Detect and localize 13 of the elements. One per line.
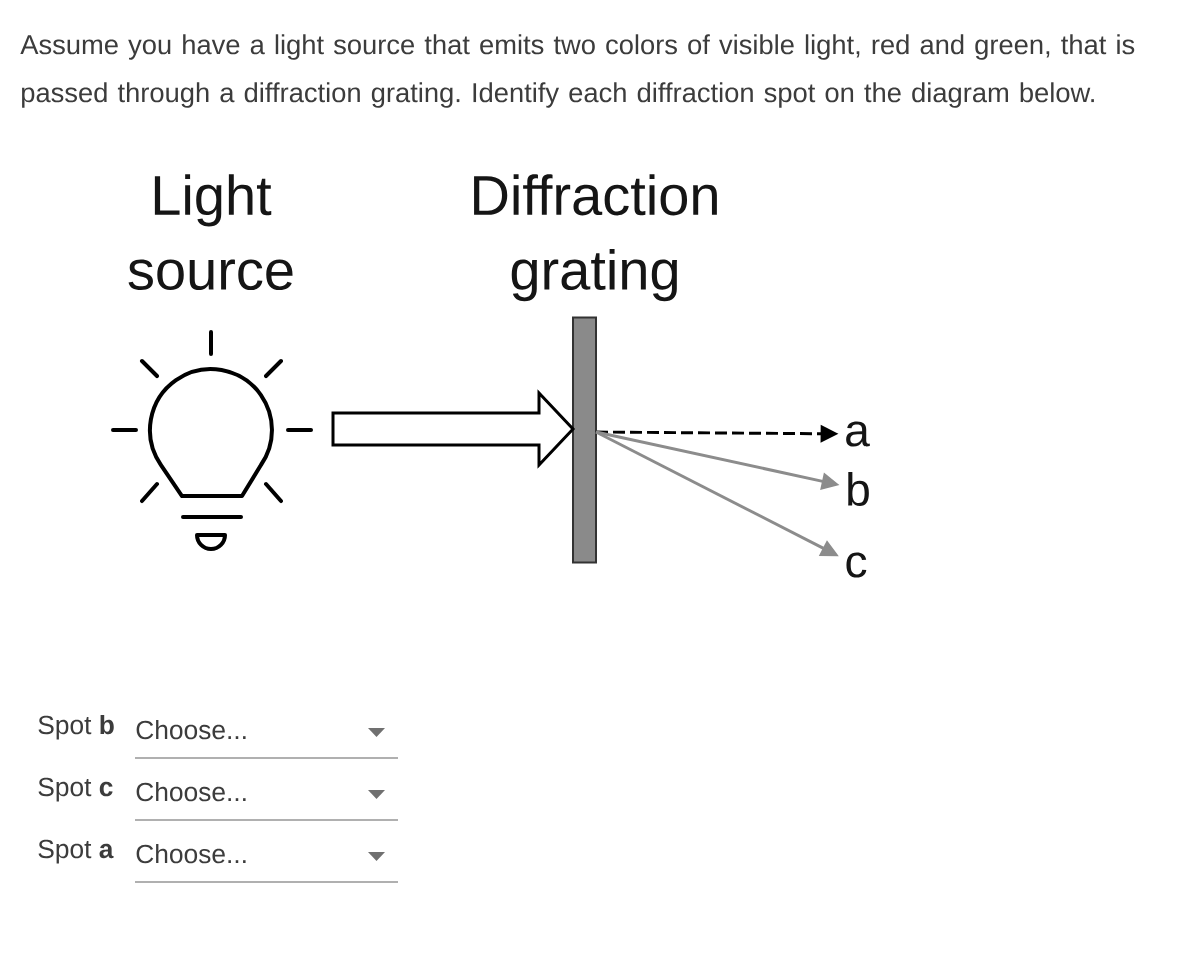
dropdown-field: Choose... [134, 719, 399, 759]
question-text: Assume you have a light source that emits two colors of visible light, red and green, that is passed through a diffraction grating. Identify each diffraction spot on the diagram below. [20, 34, 1135, 108]
spot-label: c [846, 552, 867, 578]
field-label: Spot c [38, 777, 113, 802]
spot-label: b [848, 472, 869, 506]
spot-label: a [846, 421, 870, 447]
field-label: Spot a [38, 839, 114, 864]
heading: Diffraction grating [474, 174, 717, 302]
dropdown-field: Choose... [134, 781, 399, 821]
block-arrow [331, 389, 576, 469]
dropdown-field: Choose... [134, 843, 399, 883]
heading: Light source [128, 174, 293, 291]
field-label: Spot b [38, 714, 114, 740]
